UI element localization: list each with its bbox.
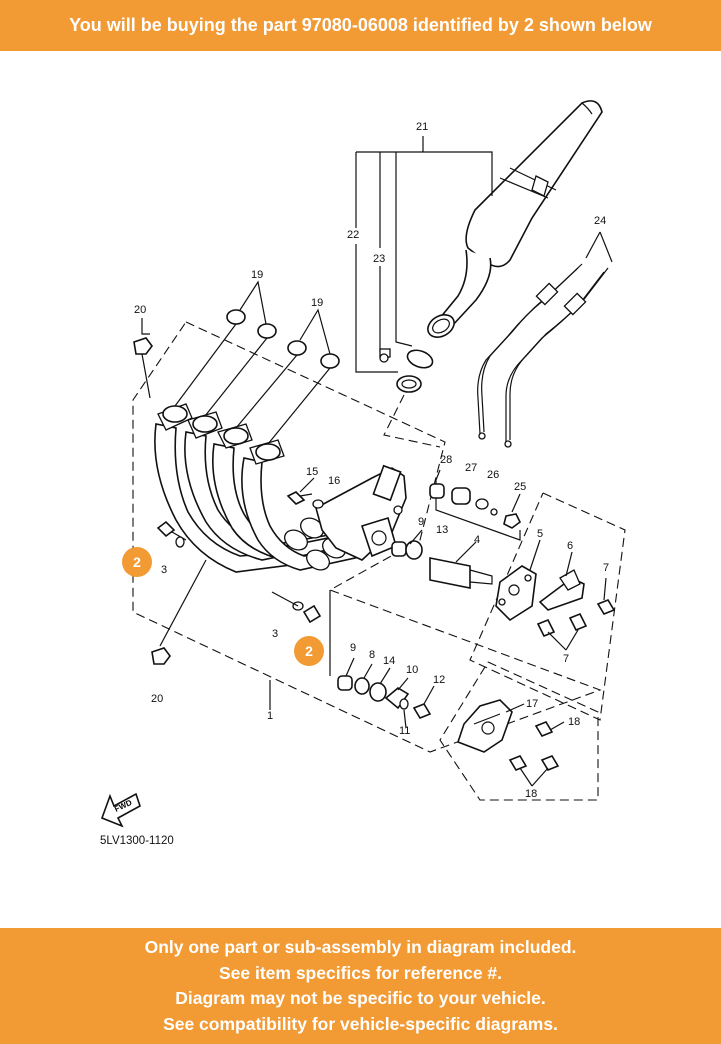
label-17: 17 [526, 698, 538, 710]
throttle-cables [477, 231, 613, 448]
label-26: 26 [487, 469, 499, 481]
exhaust-parts-diagram: FWD 21 22 23 24 19 19 20 20 15 16 28 27 … [100, 100, 626, 847]
collector [315, 464, 407, 561]
label-20b: 20 [151, 693, 163, 705]
label-6: 6 [567, 540, 573, 552]
bracket-6 [538, 551, 585, 611]
highlight-label-left: 2 [133, 554, 141, 570]
label-14: 14 [383, 655, 395, 667]
label-3a: 3 [161, 564, 167, 576]
fwd-arrow: FWD [100, 792, 141, 828]
label-11: 11 [399, 725, 410, 737]
label-24: 24 [594, 215, 606, 227]
flange-nuts [133, 318, 207, 665]
top-banner: You will be buying the part 97080-06008 … [0, 0, 721, 51]
label-1: 1 [267, 710, 273, 722]
bolt-2-right [271, 591, 322, 624]
bolt-15 [286, 477, 315, 505]
label-3b: 3 [272, 628, 278, 640]
label-8: 8 [369, 649, 375, 661]
label-9b: 9 [350, 642, 356, 654]
label-18a: 18 [568, 716, 580, 728]
label-23: 23 [373, 253, 385, 265]
exhaust-header-pipes [154, 403, 372, 573]
part-labels: 21 22 23 24 19 19 20 20 15 16 28 27 26 2… [134, 121, 609, 800]
washer-16 [312, 499, 324, 509]
bracket-assembly-outline [469, 492, 626, 721]
label-7a: 7 [603, 562, 609, 574]
bolts-18 [508, 721, 565, 787]
gasket-leader [383, 394, 441, 448]
label-28: 28 [440, 454, 452, 466]
label-19a: 19 [251, 269, 263, 281]
label-27: 27 [465, 462, 477, 474]
label-21: 21 [416, 121, 428, 133]
label-12: 12 [433, 674, 445, 686]
highlight-callout-right: 2 [294, 636, 324, 666]
banner-text: You will be buying the part 97080-06008 … [69, 15, 652, 35]
label-4: 4 [474, 534, 480, 546]
gasket [396, 375, 422, 393]
highlight-label-right: 2 [305, 643, 313, 659]
disclaimer-line-2: See item specifics for reference #. [218, 962, 503, 983]
header-assembly-outline [132, 321, 602, 753]
disclaimer-line-1: Only one part or sub-assembly in diagram… [144, 937, 577, 957]
label-7b: 7 [563, 653, 569, 665]
muffler [427, 100, 603, 338]
bracket-5 [495, 539, 541, 622]
bolts-7 [536, 577, 616, 651]
header-gaskets [174, 280, 340, 445]
label-15: 15 [306, 466, 318, 478]
highlight-callout-left: 2 [122, 547, 152, 577]
label-20a: 20 [134, 304, 146, 316]
label-25: 25 [514, 481, 526, 493]
shaft-parts [391, 529, 493, 589]
lower-hardware [329, 590, 435, 729]
bolt-2-left [156, 520, 187, 548]
label-22: 22 [347, 229, 359, 241]
muffler-clamp [379, 348, 434, 369]
diagram-code: 5LV1300-1120 [100, 835, 174, 847]
disclaimer-line-3: Diagram may not be specific to your vehi… [175, 988, 546, 1008]
leaders-21-23 [355, 136, 493, 373]
label-9a: 9 [418, 516, 424, 528]
label-18b: 18 [525, 788, 537, 800]
label-19b: 19 [311, 297, 323, 309]
label-16: 16 [328, 475, 340, 487]
label-10: 10 [406, 664, 418, 676]
disclaimer-line-4: See compatibility for vehicle-specific d… [163, 1013, 558, 1034]
label-13: 13 [436, 524, 448, 536]
cover-assembly-outline [439, 661, 599, 801]
parts-28-25 [429, 469, 522, 541]
bottom-banner: Only one part or sub-assembly in diagram… [0, 928, 721, 1044]
label-5: 5 [537, 528, 543, 540]
cover-17 [456, 699, 525, 753]
